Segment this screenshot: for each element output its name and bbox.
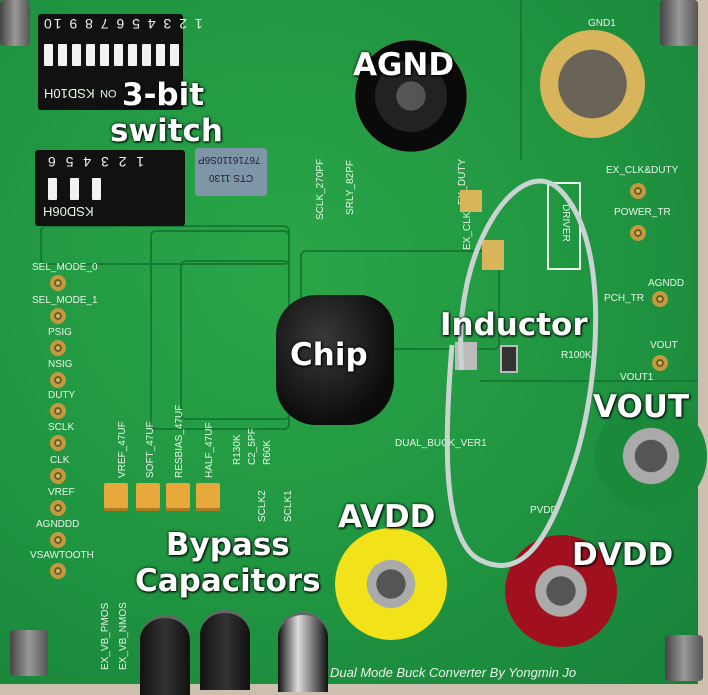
vout-jack[interactable] bbox=[595, 400, 707, 512]
annotation-avdd: AVDD bbox=[338, 499, 436, 535]
electrolytic-capacitor bbox=[278, 612, 328, 692]
dip-toggle[interactable] bbox=[70, 178, 79, 200]
test-pad[interactable] bbox=[50, 372, 66, 388]
pin-label: VREF bbox=[48, 487, 75, 498]
annotation-chip: Chip bbox=[290, 337, 368, 373]
test-pad[interactable] bbox=[630, 183, 646, 199]
dip-toggle[interactable] bbox=[142, 44, 151, 66]
dvdd-jack[interactable] bbox=[505, 535, 617, 647]
inductor-component bbox=[500, 345, 518, 373]
standoff-post bbox=[0, 0, 30, 46]
gnd1-pad[interactable] bbox=[540, 30, 645, 138]
dip-toggle[interactable] bbox=[92, 178, 101, 200]
electrolytic-capacitor bbox=[140, 615, 190, 695]
test-pad[interactable] bbox=[50, 340, 66, 356]
dip-toggle[interactable] bbox=[128, 44, 137, 66]
annotation-bypass: Bypass Capacitors bbox=[135, 527, 321, 599]
electrolytic-capacitor bbox=[200, 610, 250, 690]
avdd-jack[interactable] bbox=[335, 528, 447, 640]
dip-switch-6[interactable]: 1 2 3 4 5 6 KSD06H bbox=[35, 150, 185, 226]
silk-label: GND1 bbox=[588, 18, 616, 29]
silk-label: DUAL_BUCK_VER1 bbox=[395, 438, 487, 449]
tantalum-capacitor bbox=[196, 483, 220, 511]
test-pad[interactable] bbox=[50, 468, 66, 484]
dip-toggle[interactable] bbox=[58, 44, 67, 66]
test-pad[interactable] bbox=[50, 563, 66, 579]
tantalum-capacitor bbox=[104, 483, 128, 511]
chip-package bbox=[276, 295, 394, 425]
smd-pad bbox=[460, 190, 482, 212]
wire-path bbox=[444, 178, 599, 568]
test-pad[interactable] bbox=[50, 308, 66, 324]
annotation-text: 3-bit bbox=[122, 77, 205, 113]
silk-label: VOUT1 bbox=[620, 372, 654, 383]
dip-toggle[interactable] bbox=[72, 44, 81, 66]
silk-label: AGNDD bbox=[648, 278, 685, 289]
annotation-dvdd: DVDD bbox=[572, 537, 674, 573]
dip-toggle[interactable] bbox=[100, 44, 109, 66]
pin-label: CLK bbox=[50, 455, 70, 466]
pin-label: AGNDDD bbox=[36, 519, 80, 530]
board-footer: Dual Mode Buck Converter By Yongmin Jo bbox=[330, 665, 577, 680]
pin-label: NSIG bbox=[48, 359, 73, 370]
annotation-vout: VOUT bbox=[593, 389, 690, 425]
trace bbox=[40, 225, 290, 265]
silk-label: PVDD bbox=[530, 505, 558, 516]
silk-label: PCH_TR bbox=[604, 293, 645, 304]
standoff-post bbox=[665, 635, 703, 681]
trace bbox=[520, 0, 522, 160]
pin-label: SEL_MODE_0 bbox=[32, 262, 98, 273]
dip-toggle[interactable] bbox=[48, 178, 57, 200]
agnd-jack[interactable] bbox=[355, 40, 467, 152]
ic-package: 76716110S6P CTS 1130 bbox=[195, 148, 267, 196]
silk-label: EX_CLK&DUTY bbox=[606, 165, 679, 176]
silk-label: POWER_TR bbox=[614, 207, 671, 218]
test-pad[interactable] bbox=[50, 500, 66, 516]
annotation-text: Bypass bbox=[165, 527, 290, 563]
dip-toggle[interactable] bbox=[156, 44, 165, 66]
dip-toggle[interactable] bbox=[86, 44, 95, 66]
dip-toggle[interactable] bbox=[114, 44, 123, 66]
pin-label: PSIG bbox=[48, 327, 72, 338]
trace bbox=[480, 380, 698, 382]
annotation-text: switch bbox=[110, 112, 223, 149]
pin-label: SEL_MODE_1 bbox=[32, 295, 98, 306]
pin-label: DUTY bbox=[48, 390, 76, 401]
test-pad[interactable] bbox=[652, 355, 668, 371]
test-pad[interactable] bbox=[50, 403, 66, 419]
tantalum-capacitor bbox=[166, 483, 190, 511]
annotation-switch: 3-bit switch bbox=[110, 77, 223, 149]
test-pad[interactable] bbox=[652, 291, 668, 307]
annotation-agnd: AGND bbox=[353, 47, 455, 83]
tantalum-capacitor bbox=[136, 483, 160, 511]
test-pad[interactable] bbox=[50, 435, 66, 451]
dip-toggle[interactable] bbox=[170, 44, 179, 66]
pin-label: VSAWTOOTH bbox=[30, 550, 94, 561]
standoff-post bbox=[10, 630, 48, 676]
test-pad[interactable] bbox=[50, 275, 66, 291]
smd-pad bbox=[482, 240, 504, 270]
dip-toggle[interactable] bbox=[44, 44, 53, 66]
test-pad[interactable] bbox=[50, 532, 66, 548]
left-pin-header: SEL_MODE_0 SEL_MODE_1 PSIG NSIG DUTY SCL… bbox=[30, 262, 140, 582]
annotation-text: Capacitors bbox=[135, 562, 321, 599]
annotation-inductor: Inductor bbox=[440, 307, 588, 343]
standoff-post bbox=[660, 0, 698, 46]
pin-label: SCLK bbox=[48, 422, 75, 433]
test-pad[interactable] bbox=[630, 225, 646, 241]
silk-label: VOUT bbox=[650, 340, 678, 351]
silk-label: R100K bbox=[561, 350, 592, 361]
